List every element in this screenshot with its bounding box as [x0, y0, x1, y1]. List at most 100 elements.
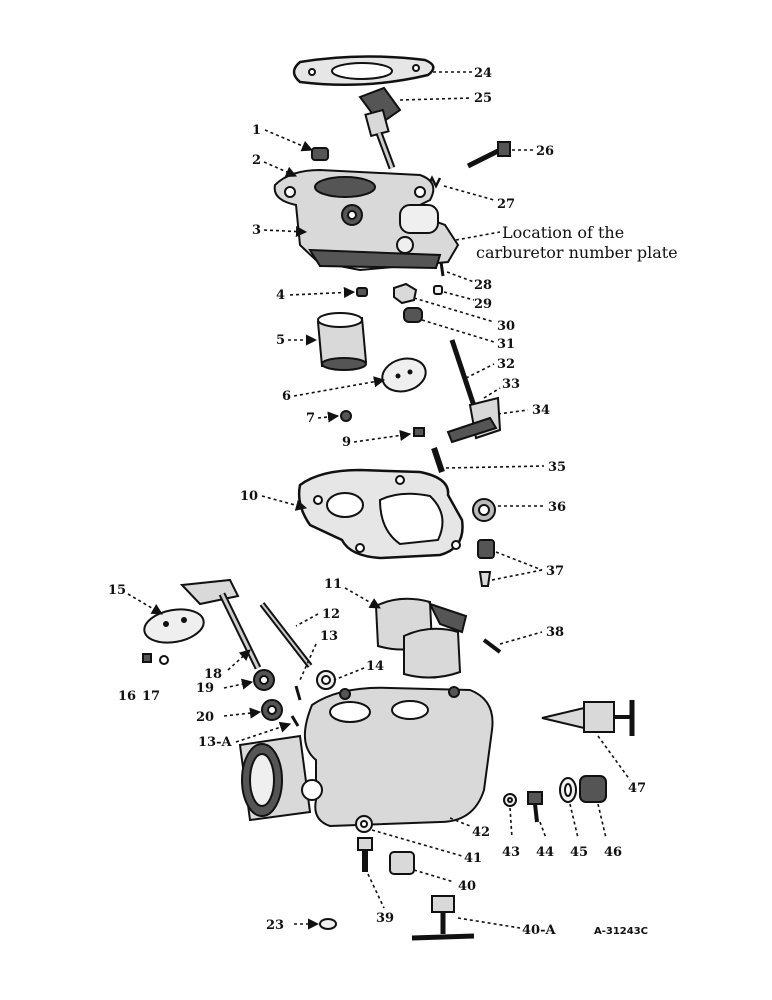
- leader-28: [446, 271, 475, 283]
- drawing-code: A-31243C: [594, 926, 648, 937]
- label-1: 1: [252, 123, 261, 138]
- leader-20: [223, 707, 262, 719]
- part-46-plug: [579, 775, 607, 803]
- part-43-washer: [503, 793, 517, 807]
- part-40a-drain-valve: [411, 895, 475, 941]
- annotation-line-2: carburetor number plate: [476, 243, 678, 262]
- leader-40: [413, 869, 455, 883]
- leader-lines: [127, 71, 631, 930]
- leader-7: [317, 411, 340, 423]
- part-45-gasket: [559, 777, 577, 803]
- part-30-nut: [393, 282, 418, 305]
- number-plate-annotation: Location of the carburetor number plate: [476, 223, 678, 262]
- label-18: 18: [204, 667, 222, 682]
- part-39-screw: [357, 837, 373, 872]
- label-34: 34: [532, 403, 550, 418]
- leader-10: [261, 495, 308, 511]
- part-1-plug: [311, 147, 329, 161]
- part-13a-spring: [290, 715, 300, 727]
- label-26: 26: [536, 144, 554, 159]
- label-35: 35: [548, 460, 566, 475]
- annotation-line-1: Location of the: [502, 223, 624, 242]
- label-19: 19: [196, 681, 214, 696]
- part-41-washer: [355, 815, 373, 833]
- part-26-screw: [466, 141, 511, 169]
- label-39: 39: [376, 911, 394, 926]
- label-27: 27: [497, 197, 515, 212]
- part-36-washer: [472, 498, 496, 522]
- label-44: 44: [536, 845, 554, 860]
- part-19-seal: [253, 669, 275, 691]
- part-4-plug: [356, 287, 368, 297]
- leader-18: [227, 649, 251, 671]
- label-23: 23: [266, 918, 284, 933]
- leader-27: [443, 185, 495, 201]
- part-24-flange-gasket: [292, 55, 435, 87]
- label-15: 15: [108, 583, 126, 598]
- leader-35: [445, 465, 545, 469]
- label-47: 47: [628, 781, 646, 796]
- part-25-elbow-fitting: [358, 86, 402, 170]
- part-2-3-throttle-body: [273, 168, 460, 272]
- label-9: 9: [342, 435, 351, 450]
- part-7-screw: [340, 410, 352, 422]
- part-16-screw: [142, 653, 152, 663]
- label-13a: 13-A: [198, 735, 232, 750]
- label-28: 28: [474, 278, 492, 293]
- part-11-float: [374, 597, 468, 679]
- leader-4: [289, 286, 356, 299]
- part-12-shaft: [259, 602, 313, 668]
- label-30: 30: [497, 319, 515, 334]
- leader-14: [333, 667, 365, 681]
- leader-33: [483, 387, 501, 399]
- part-38-float-pin: [482, 638, 502, 654]
- label-3: 3: [252, 223, 261, 238]
- part-42-float-bowl-body: [238, 686, 494, 828]
- leader-32: [465, 363, 495, 379]
- label-4: 4: [276, 288, 285, 303]
- leader-11: [344, 587, 381, 609]
- leader-31: [421, 319, 495, 343]
- leader-39: [367, 873, 385, 909]
- label-16: 16: [118, 689, 136, 704]
- label-37: 37: [546, 564, 564, 579]
- leader-9: [353, 429, 412, 443]
- label-41: 41: [464, 851, 482, 866]
- label-10: 10: [240, 489, 258, 504]
- label-42: 42: [472, 825, 490, 840]
- leader-1: [264, 129, 314, 152]
- leader-45: [569, 803, 579, 839]
- leader-note: [455, 231, 501, 241]
- part-44-screw: [527, 791, 543, 823]
- part-35-screw: [431, 447, 445, 473]
- leader-44: [539, 821, 547, 839]
- leader-38: [499, 631, 543, 645]
- leader-37a: [495, 551, 543, 571]
- label-5: 5: [276, 333, 285, 348]
- part-23-clip: [319, 918, 337, 930]
- label-6: 6: [282, 389, 291, 404]
- label-32: 32: [497, 357, 515, 372]
- part-9-screw: [413, 427, 425, 437]
- part-47-adjusting-needle: [541, 700, 635, 736]
- part-17-washer: [159, 655, 169, 665]
- part-number-labels: 24 25 1 2 3 26 27 28 4 29 30 31 5 32 33 …: [108, 66, 646, 938]
- leader-43: [509, 807, 513, 839]
- leader-30: [413, 297, 495, 323]
- leader-34: [497, 409, 529, 415]
- leader-6: [293, 376, 386, 397]
- label-20: 20: [196, 710, 214, 725]
- part-28-pin: [439, 261, 445, 277]
- label-29: 29: [474, 297, 492, 312]
- label-2: 2: [252, 153, 261, 168]
- part-6-throttle-plate: [381, 357, 427, 393]
- label-24: 24: [474, 66, 492, 81]
- leader-12: [295, 613, 319, 627]
- leader-47: [597, 735, 631, 781]
- label-36: 36: [548, 500, 566, 515]
- part-40-plug: [389, 851, 415, 875]
- part-14-washer: [316, 670, 336, 690]
- part-13-spring: [294, 685, 302, 701]
- label-33: 33: [502, 377, 520, 392]
